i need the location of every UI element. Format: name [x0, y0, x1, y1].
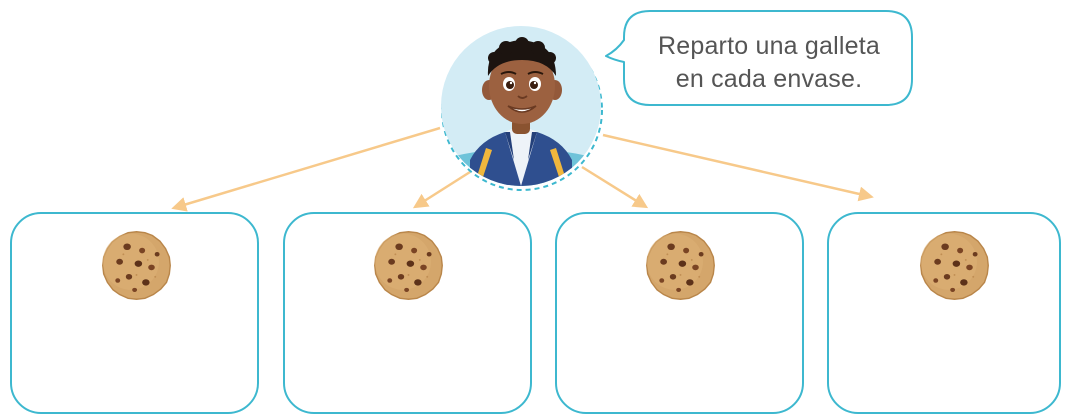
boy-avatar	[441, 26, 603, 191]
cookie-1	[102, 231, 171, 300]
container-4	[827, 212, 1061, 414]
arrow-to-container-2	[412, 170, 471, 209]
container-2	[283, 212, 532, 414]
arrow-to-container-3	[581, 165, 649, 209]
speech-line-2: en cada envase.	[675, 65, 863, 93]
speech-bubble	[605, 10, 913, 106]
arrow-to-container-1	[171, 126, 441, 212]
cookie-2	[374, 231, 443, 300]
speech-text: Reparto una galleta en cada envase.	[626, 30, 912, 96]
arrows	[171, 126, 874, 212]
cookie-3	[646, 231, 715, 300]
container-1	[10, 212, 259, 414]
speech-line-1: Reparto una galleta	[657, 32, 880, 60]
cookie-4	[920, 231, 989, 300]
containers	[10, 212, 1061, 414]
arrow-to-container-4	[602, 133, 874, 202]
container-3	[555, 212, 804, 414]
